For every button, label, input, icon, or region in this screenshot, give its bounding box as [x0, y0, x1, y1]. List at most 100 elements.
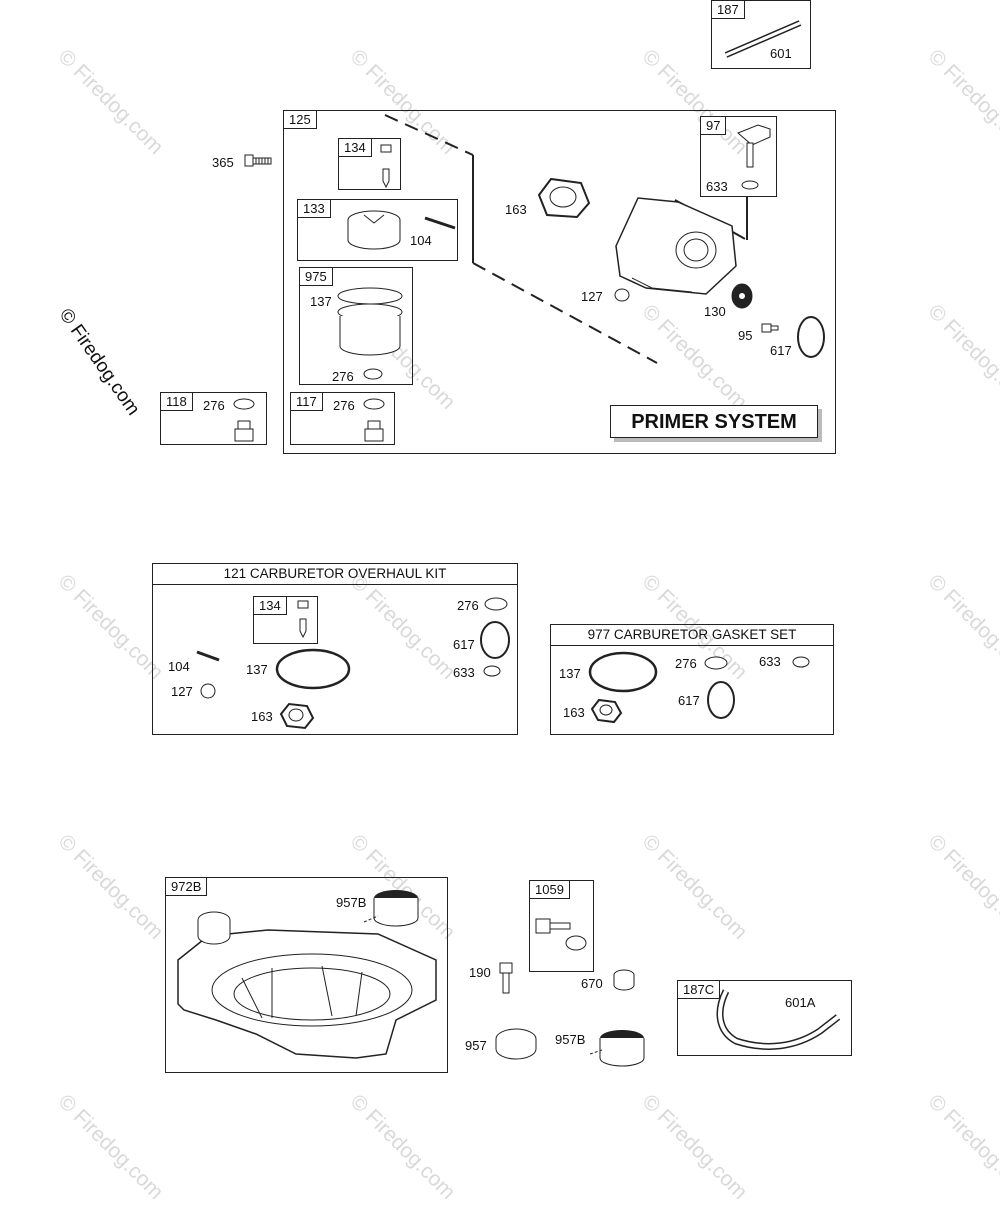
fuel-bowl-icon [337, 287, 403, 356]
part-number-label: 125 [283, 110, 317, 129]
welch-plug-icon [614, 288, 630, 302]
watermark-text: © Firedog.com [923, 45, 1000, 159]
grommet-icon [613, 969, 635, 991]
primer-system-title: PRIMER SYSTEM [610, 405, 818, 438]
part-1059-box[interactable]: 1059 [529, 880, 594, 972]
part-number-label: 957B [336, 895, 367, 910]
part-number-label: 276 [457, 598, 479, 613]
needle-valve-icon [297, 600, 309, 639]
part-187C-box[interactable]: 187C 601A [677, 980, 852, 1056]
primer-bulb-icon [737, 124, 771, 190]
part-187-box[interactable]: 187 601 [711, 0, 811, 69]
part-number-label: 276 [675, 656, 697, 671]
part-number-label: 957 [465, 1038, 487, 1053]
welch-plug-icon [200, 683, 216, 699]
part-number-label: 365 [212, 155, 234, 170]
copyright-text: © Firedog.com [54, 305, 144, 420]
fuel-line-icon [716, 989, 841, 1050]
part-number-label: 104 [168, 659, 190, 674]
part-number-label: 633 [759, 654, 781, 669]
float-part-icon [347, 210, 401, 250]
screw-part-icon [244, 154, 272, 167]
washer-icon [363, 368, 383, 380]
part-number-label: 163 [505, 202, 527, 217]
carburetor-gasket-set-box[interactable]: 977 CARBURETOR GASKET SET 137 163 276 63… [550, 624, 834, 735]
part-number-label: 133 [297, 199, 331, 218]
part-number-label: 957B [555, 1032, 586, 1047]
part-number-label: 97 [700, 116, 727, 135]
part-number-label: 134 [338, 138, 372, 157]
part-number-label: 190 [469, 965, 491, 980]
bowl-nut-icon [363, 398, 385, 442]
gasket-icon [279, 702, 315, 730]
part-117-box[interactable]: 117 276 [290, 392, 395, 445]
watermark-text: © Firedog.com [637, 830, 752, 944]
part-number-label: 975 [299, 267, 333, 286]
float-pin-icon [424, 216, 456, 230]
bolt-part-icon [499, 962, 513, 994]
part-number-label: 187 [711, 0, 745, 19]
part-number-label: 276 [332, 369, 354, 384]
watermark-text: © Firedog.com [637, 1090, 752, 1204]
watermark-text: © Firedog.com [53, 1090, 168, 1204]
part-number-label: 601 [770, 46, 792, 61]
part-972B-box[interactable]: 972B 957B [165, 877, 448, 1073]
part-number-label: 137 [559, 666, 581, 681]
part-number-label: 127 [581, 289, 603, 304]
part-number-label: 130 [704, 304, 726, 319]
primer-system-box: 125 [283, 110, 836, 454]
needle-valve-icon [380, 144, 392, 189]
part-number-label: 187C [677, 980, 721, 999]
fuel-tank-icon [177, 911, 437, 1059]
o-ring-icon [588, 651, 658, 693]
fuel-cap-icon [363, 890, 419, 927]
gasket-icon [537, 177, 591, 219]
part-number-label: 276 [203, 398, 225, 413]
watermark-text: © Firedog.com [923, 830, 1000, 944]
part-number-label: 137 [246, 662, 268, 677]
washer-icon [704, 656, 728, 670]
part-number-label: 617 [678, 693, 700, 708]
carburetor-overhaul-kit-box[interactable]: 121 CARBURETOR OVERHAUL KIT 134 104 127 … [152, 563, 518, 735]
part-number-label: 601A [785, 995, 816, 1010]
part-number-label: 670 [581, 976, 603, 991]
watermark-text: © Firedog.com [53, 570, 168, 684]
o-ring-icon [797, 316, 825, 358]
part-number-label: 134 [253, 596, 287, 615]
part-number-label: 617 [453, 637, 475, 652]
kit-title: 977 CARBURETOR GASKET SET [551, 625, 833, 646]
fuel-line-icon [724, 20, 802, 58]
part-number-label: 972B [165, 877, 208, 896]
part-number-label: 617 [770, 343, 792, 358]
washer-icon [792, 656, 810, 668]
part-134-box[interactable]: 134 [338, 138, 401, 190]
part-118-box[interactable]: 118 276 [160, 392, 267, 445]
part-number-label: 633 [706, 179, 728, 194]
part-number-label: 104 [410, 233, 432, 248]
part-number-label: 163 [563, 705, 585, 720]
part-133-box[interactable]: 133 104 [297, 199, 458, 261]
part-134-box[interactable]: 134 [253, 596, 318, 644]
part-number-label: 276 [333, 398, 355, 413]
watermark-text: © Firedog.com [923, 1090, 1000, 1204]
washer-icon [484, 597, 508, 611]
part-number-label: 137 [310, 294, 332, 309]
gasket-icon [590, 698, 623, 724]
kit-title: 121 CARBURETOR OVERHAUL KIT [153, 564, 517, 585]
watermark-text: © Firedog.com [923, 570, 1000, 684]
watermark-text: © Firedog.com [53, 830, 168, 944]
fuel-cap-icon [495, 1028, 537, 1060]
fuel-fitting-icon [535, 918, 587, 951]
bowl-nut-icon [233, 398, 255, 442]
watermark-text: © Firedog.com [53, 45, 168, 159]
throttle-plate-icon [731, 283, 753, 309]
part-number-label: 1059 [529, 880, 570, 899]
screw-part-icon [761, 323, 779, 333]
carburetor-body-icon [615, 197, 737, 295]
part-97-box[interactable]: 97 633 [700, 116, 777, 197]
o-ring-icon [707, 681, 735, 719]
watermark-text: © Firedog.com [345, 1090, 460, 1204]
watermark-text: © Firedog.com [923, 300, 1000, 414]
part-number-label: 633 [453, 665, 475, 680]
part-975-box[interactable]: 975 137 276 [299, 267, 413, 385]
